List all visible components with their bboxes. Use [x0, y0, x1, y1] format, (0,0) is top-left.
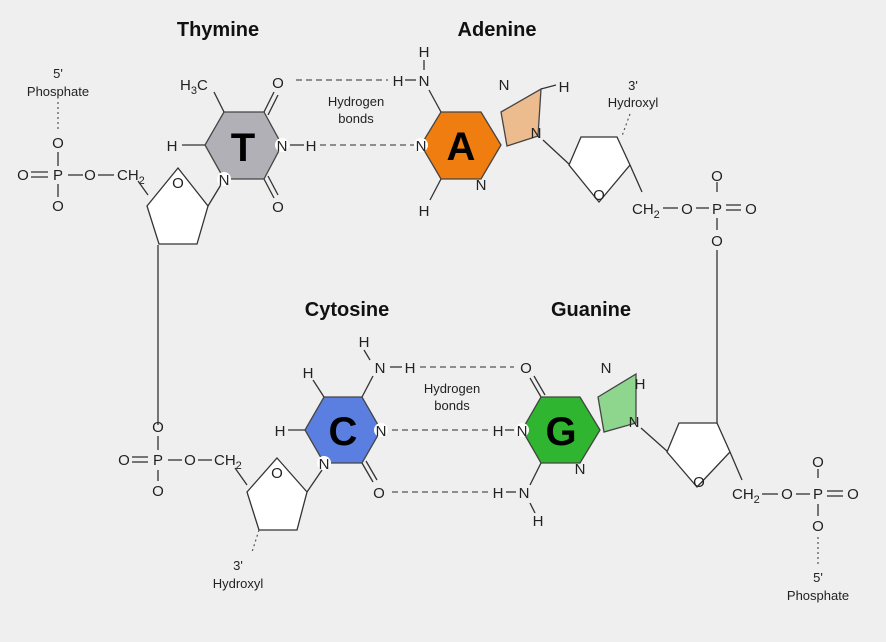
- label-phosphate-bottom: Phosphate: [787, 588, 849, 603]
- svg-text:N: N: [531, 125, 542, 142]
- ch2-bottom-right: CH2: [732, 486, 760, 506]
- svg-text:O: O: [520, 360, 532, 377]
- svg-text:O: O: [781, 486, 793, 503]
- label-hydroxyl-top: Hydroxyl: [608, 95, 659, 110]
- svg-text:P: P: [712, 201, 722, 218]
- svg-text:N: N: [419, 73, 430, 90]
- svg-text:H: H: [635, 376, 646, 393]
- hydrogen-bonds-label-bottom-2: bonds: [434, 398, 470, 413]
- svg-text:O: O: [118, 452, 130, 469]
- thymine-base: T N N O O H3C H H: [167, 75, 317, 216]
- sugar-top-left: O: [146, 166, 223, 245]
- guanine-letter: G: [545, 410, 576, 454]
- svg-text:O: O: [693, 474, 705, 491]
- svg-text:O: O: [711, 168, 723, 185]
- svg-text:H: H: [405, 360, 416, 377]
- label-5prime-top: 5': [53, 66, 63, 81]
- hydrogen-bonds-label-bottom-1: Hydrogen: [424, 381, 480, 396]
- label-phosphate-top: Phosphate: [27, 84, 89, 99]
- ch2-bottom-left: CH2: [214, 452, 242, 472]
- cytosine-label: Cytosine: [305, 299, 389, 321]
- svg-text:H: H: [493, 485, 504, 502]
- svg-text:N: N: [375, 360, 386, 377]
- svg-text:N: N: [601, 360, 612, 377]
- svg-text:O: O: [272, 199, 284, 216]
- svg-text:N: N: [416, 138, 427, 155]
- svg-text:P: P: [153, 452, 163, 469]
- phosphate-top-right: CH2 O P O O O: [632, 168, 757, 250]
- svg-text:O: O: [373, 485, 385, 502]
- svg-text:H: H: [359, 334, 370, 351]
- ch3-group: H3C: [180, 77, 208, 97]
- label-3prime-bottom: 3': [233, 558, 243, 573]
- svg-text:O: O: [272, 75, 284, 92]
- svg-text:O: O: [812, 518, 824, 535]
- svg-text:H: H: [493, 423, 504, 440]
- svg-text:H: H: [419, 203, 430, 220]
- svg-text:P: P: [813, 486, 823, 503]
- svg-text:O: O: [52, 135, 64, 152]
- ch2-top-right: CH2: [632, 201, 660, 221]
- adenine-base: A N N N N H N H H H: [393, 44, 571, 220]
- hydrogen-bonds-top: Hydrogen bonds: [296, 79, 418, 146]
- svg-text:H: H: [167, 138, 178, 155]
- svg-text:O: O: [172, 175, 184, 192]
- svg-text:N: N: [219, 172, 230, 189]
- svg-text:N: N: [277, 138, 288, 155]
- label-5prime-bottom: 5': [813, 570, 823, 585]
- phosphate-bottom-left: O P O O O CH2: [118, 419, 248, 500]
- svg-text:H: H: [559, 79, 570, 96]
- svg-text:O: O: [271, 465, 283, 482]
- adenine-letter: A: [447, 125, 476, 169]
- thymine-letter: T: [231, 126, 255, 170]
- svg-text:H: H: [419, 44, 430, 61]
- svg-text:O: O: [84, 167, 96, 184]
- hydrogen-bonds-bottom: Hydrogen bonds: [392, 366, 514, 493]
- svg-text:H: H: [533, 513, 544, 530]
- label-3prime-top: 3': [628, 78, 638, 93]
- svg-text:O: O: [184, 452, 196, 469]
- svg-text:N: N: [519, 485, 530, 502]
- svg-text:O: O: [17, 167, 29, 184]
- phosphate-bottom-right: CH2 O P O O O 5' Phosphate: [732, 454, 859, 603]
- svg-text:N: N: [376, 423, 387, 440]
- svg-text:N: N: [499, 77, 510, 94]
- sugar-bottom-left: O 3' Hydroxyl: [213, 457, 323, 591]
- svg-text:H: H: [306, 138, 317, 155]
- label-hydroxyl-bottom: Hydroxyl: [213, 576, 264, 591]
- guanine-label: Guanine: [551, 299, 631, 321]
- svg-text:O: O: [152, 419, 164, 436]
- svg-text:H: H: [393, 73, 404, 90]
- svg-text:H: H: [303, 365, 314, 382]
- hydrogen-bonds-label-top-1: Hydrogen: [328, 94, 384, 109]
- hydrogen-bonds-label-top-2: bonds: [338, 111, 374, 126]
- svg-text:P: P: [53, 167, 63, 184]
- svg-text:N: N: [517, 423, 528, 440]
- guanine-base: G N N N N H O H N H H: [493, 360, 669, 530]
- svg-text:N: N: [319, 456, 330, 473]
- adenine-label: Adenine: [458, 19, 537, 41]
- thymine-label: Thymine: [177, 19, 259, 41]
- svg-text:O: O: [681, 201, 693, 218]
- svg-text:O: O: [812, 454, 824, 471]
- svg-text:O: O: [745, 201, 757, 218]
- svg-text:O: O: [711, 233, 723, 250]
- svg-text:N: N: [629, 414, 640, 431]
- sugar-top-right: O 3' Hydroxyl: [568, 78, 659, 204]
- svg-text:O: O: [847, 486, 859, 503]
- svg-text:N: N: [476, 177, 487, 194]
- cytosine-base: C N N H H N H H O: [275, 334, 416, 502]
- svg-text:O: O: [152, 483, 164, 500]
- phosphate-top-left: 5' Phosphate O P O O O CH2: [17, 66, 149, 215]
- svg-text:H: H: [275, 423, 286, 440]
- sugar-bottom-right: O: [666, 422, 743, 491]
- svg-text:O: O: [593, 187, 605, 204]
- svg-text:N: N: [575, 461, 586, 478]
- cytosine-letter: C: [329, 410, 358, 454]
- ch2-top-left: CH2: [117, 167, 145, 187]
- svg-text:O: O: [52, 198, 64, 215]
